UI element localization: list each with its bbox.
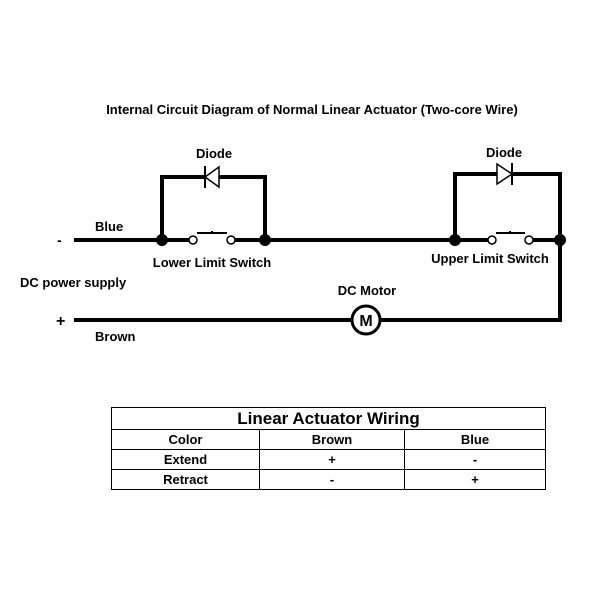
table-header-row: Color Brown Blue — [111, 429, 546, 450]
table-caption: Linear Actuator Wiring — [111, 407, 546, 430]
brown-wire-label: Brown — [95, 329, 136, 344]
table-row: Retract - + — [111, 469, 546, 490]
dc-power-supply-label: DC power supply — [20, 275, 127, 290]
table-row: Extend + - — [111, 449, 546, 470]
wiring-table: Linear Actuator Wiring Color Brown Blue … — [111, 407, 546, 490]
plus-terminal: + — [56, 313, 65, 330]
diode-left-label: Diode — [196, 146, 232, 161]
table-cell: Retract — [111, 469, 260, 490]
brown-wire-right — [378, 238, 562, 322]
table-header: Blue — [404, 429, 546, 450]
minus-terminal: - — [57, 232, 62, 248]
dc-motor-icon: M — [350, 304, 382, 336]
diode-left-loop — [160, 175, 267, 242]
upper-limit-switch-label: Upper Limit Switch — [431, 251, 549, 266]
motor-symbol: M — [359, 313, 372, 330]
diagram-title: Internal Circuit Diagram of Normal Linea… — [106, 102, 518, 117]
table-header: Color — [111, 429, 260, 450]
diode-left-icon — [203, 165, 220, 189]
junction-dot — [259, 234, 271, 246]
table-header: Brown — [259, 429, 405, 450]
blue-wire-label: Blue — [95, 219, 123, 234]
table-cell: - — [404, 449, 546, 470]
lower-limit-switch-label: Lower Limit Switch — [153, 255, 272, 270]
dc-motor-label: DC Motor — [338, 283, 397, 298]
diode-right-icon — [496, 162, 514, 186]
table-cell: + — [259, 449, 405, 470]
junction-dot — [449, 234, 461, 246]
diode-right-loop — [453, 172, 562, 242]
table-cell: Extend — [111, 449, 260, 470]
lower-limit-switch-icon — [180, 231, 245, 246]
table-cell: - — [259, 469, 405, 490]
upper-limit-switch-icon — [478, 231, 542, 246]
table-cell: + — [404, 469, 546, 490]
junction-dot — [156, 234, 168, 246]
diode-right-label: Diode — [486, 145, 522, 160]
